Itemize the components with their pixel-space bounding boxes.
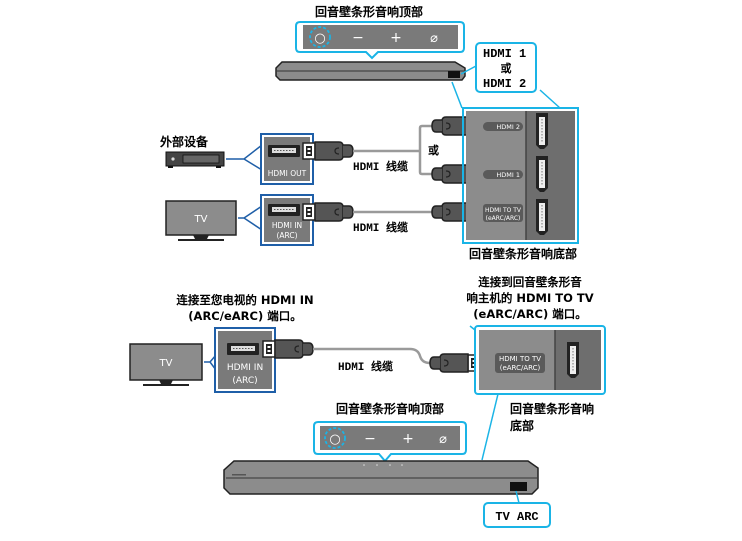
soundbar-bottom-label-line2: 底部 [510, 418, 534, 433]
top-diagram: 回音壁条形音响顶部 ○ − + ⌀ HDMI 1 或 HDMI 2 [160, 4, 579, 261]
power-button-highlight [324, 427, 346, 449]
external-device-icon [165, 151, 225, 168]
tv-arc-callout: TV ARC [483, 490, 551, 528]
hdmi-1-label: HDMI 1 [483, 47, 526, 61]
volume-down-icon: − [352, 30, 364, 46]
earc-arc-label: (eARC/ARC) [486, 215, 521, 222]
hdmi-1-port-label: HDMI 1 [496, 171, 520, 179]
arc-label: (ARC) [232, 376, 257, 386]
hdmi-cable [353, 124, 432, 214]
soundbar-instruction-line3: (eARC/ARC) 端口。 [473, 307, 586, 321]
hdmi-in-label: HDMI IN [227, 363, 263, 373]
hdmi-in-label: HDMI IN [272, 221, 302, 230]
or-label-cable: 或 [428, 143, 439, 157]
tv-instruction-line1: 连接至您电视的 HDMI IN [176, 293, 313, 307]
power-icon: ○ [329, 432, 340, 447]
tv-icon: TV [129, 343, 203, 386]
hdmi-1-socket-icon [535, 155, 549, 193]
soundbar-instruction-line1: 连接到回音壁条形音 [478, 275, 582, 289]
power-button-highlight [309, 26, 331, 48]
volume-up-icon: + [402, 431, 414, 447]
hdmi-1-or-2-callout: HDMI 1 或 HDMI 2 [460, 42, 537, 93]
tv-arc-label: TV ARC [495, 510, 538, 524]
hdmi-plug-icon [302, 202, 354, 222]
hdmi-cable-label: HDMI 线缆 [338, 359, 393, 374]
power-icon: ○ [314, 31, 325, 46]
tv-label: TV [159, 358, 173, 369]
volume-down-icon: − [364, 431, 376, 447]
volume-up-icon: + [390, 30, 402, 46]
or-label: 或 [501, 61, 512, 75]
external-device-label: 外部设备 [160, 134, 209, 149]
earc-arc-label: (eARC/ARC) [500, 364, 541, 372]
soundbar-top-label: 回音壁条形音响顶部 [336, 401, 444, 416]
soundbar-bottom-label-line1: 回音壁条形音响 [510, 401, 594, 416]
hdmi-2-label: HDMI 2 [483, 77, 526, 91]
hdmi-out-label: HDMI OUT [268, 169, 307, 178]
soundbar-bottom-panel: HDMI 2 HDMI 1 HDMI TO TV (eARC/ARC) [462, 107, 579, 244]
hdmi-socket-icon [566, 341, 580, 379]
soundbar-top-view [275, 61, 466, 81]
top-buttons-callout: ○ − + ⌀ [313, 421, 467, 463]
hdmi-2-port-label: HDMI 2 [496, 123, 520, 131]
hdmi-plug-icon [429, 353, 481, 373]
tv-icon: TV [165, 200, 237, 241]
hdmi-plug-icon [262, 339, 314, 359]
top-buttons-callout: ○ − + ⌀ [295, 21, 465, 60]
tv-arc-port [510, 482, 527, 491]
hdmi-plug-icon [302, 141, 354, 161]
hdmi-cable [313, 347, 431, 365]
tv-label: TV [194, 214, 208, 225]
hdmi-to-tv-socket-icon [535, 198, 549, 236]
hdmi-2-socket-icon [535, 112, 549, 150]
soundbar-bottom-label: 回音壁条形音响底部 [469, 246, 577, 261]
soundbar-front-view [223, 460, 539, 495]
hdmi-port-indicator [448, 71, 460, 78]
mic-off-icon: ⌀ [439, 432, 447, 447]
soundbar-top-label: 回音壁条形音响顶部 [315, 4, 423, 19]
bottom-diagram: 连接至您电视的 HDMI IN (ARC/eARC) 端口。 连接到回音壁条形音… [129, 275, 606, 528]
tv-instruction-line2: (ARC/eARC) 端口。 [188, 309, 301, 323]
hdmi-cable-label: HDMI 线缆 [353, 220, 408, 235]
hdmi-cable-label: HDMI 线缆 [353, 159, 408, 174]
soundbar-hdmi-to-tv-port: HDMI TO TV (eARC/ARC) [474, 325, 606, 395]
hdmi-in-arc-port: HDMI IN (ARC) [214, 327, 276, 393]
hdmi-to-tv-port-label: HDMI TO TV [485, 207, 522, 214]
mic-off-icon: ⌀ [430, 31, 438, 46]
soundbar-instruction-line2: 响主机的 HDMI TO TV [466, 291, 593, 305]
arc-label: (ARC) [276, 231, 297, 240]
hdmi-to-tv-label: HDMI TO TV [499, 355, 541, 363]
